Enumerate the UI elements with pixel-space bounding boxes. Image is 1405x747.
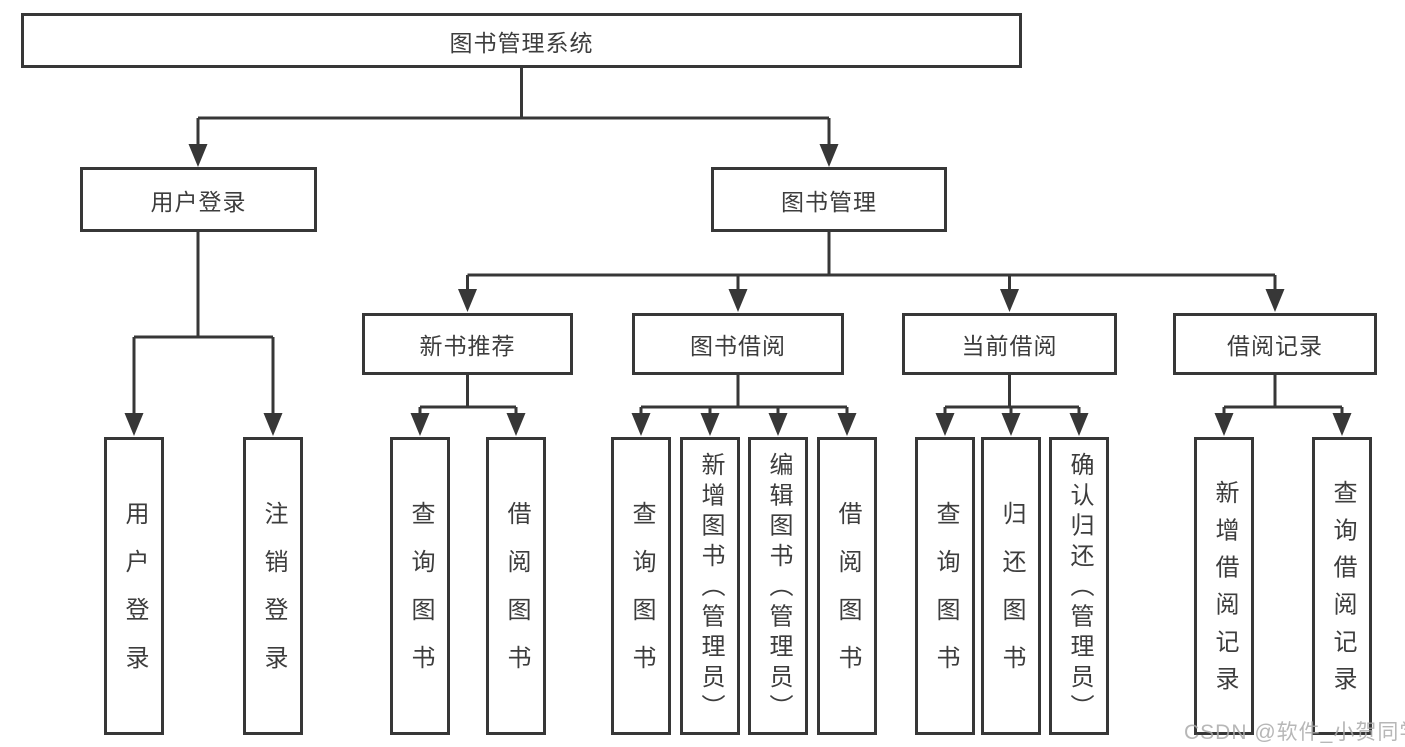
node-label: 确认归还（管理员） [1066, 452, 1093, 725]
arrowheads [124, 144, 1352, 436]
leaf-confirm-return-admin: 确认归还（管理员） [1049, 437, 1109, 735]
node-label: 借阅图书 [503, 500, 530, 693]
node-book-management-module: 图书管理 [711, 167, 947, 232]
node-label: 新增借阅记录 [1211, 480, 1238, 704]
node-label: 新书推荐 [419, 333, 516, 359]
leaf-logout: 注销登录 [243, 437, 303, 735]
leaf-query-borrow-record: 查询借阅记录 [1312, 437, 1372, 735]
node-label: 新增图书（管理员） [697, 452, 724, 725]
leaf-borrow-books-recommend: 借阅图书 [486, 437, 546, 735]
node-label: 当前借阅 [961, 333, 1058, 359]
node-label: 借阅图书 [834, 500, 861, 693]
leaf-user-login: 用户登录 [104, 437, 164, 735]
node-label: 图书借阅 [690, 333, 786, 359]
leaf-borrow-books: 借阅图书 [817, 437, 877, 735]
node-user-login-module: 用户登录 [80, 167, 317, 232]
leaf-query-books-current: 查询图书 [915, 437, 975, 735]
node-label: 查询图书 [932, 500, 959, 693]
leaf-add-borrow-record: 新增借阅记录 [1194, 437, 1254, 735]
node-book-borrowing: 图书借阅 [632, 313, 844, 375]
node-library-management-system: 图书管理系统 [21, 13, 1022, 68]
node-label: 图书管理 [781, 188, 877, 215]
node-current-borrowing: 当前借阅 [902, 313, 1117, 375]
tree-edges [132, 68, 1344, 416]
leaf-return-books: 归还图书 [981, 437, 1041, 735]
node-label: 查询图书 [407, 500, 434, 693]
node-label: 编辑图书（管理员） [765, 452, 792, 725]
node-label: 借阅记录 [1227, 333, 1323, 359]
leaf-query-books-borrow: 查询图书 [611, 437, 671, 735]
leaf-edit-books-admin: 编辑图书（管理员） [748, 437, 808, 735]
leaf-add-books-admin: 新增图书（管理员） [680, 437, 740, 735]
node-label: 查询图书 [628, 500, 655, 693]
node-label: 图书管理系统 [449, 29, 594, 56]
node-label: 用户登录 [150, 188, 247, 215]
node-label: 查询借阅记录 [1329, 480, 1356, 704]
node-label: 注销登录 [260, 500, 287, 693]
node-borrowing-records: 借阅记录 [1173, 313, 1377, 375]
node-label: 用户登录 [121, 500, 148, 693]
node-new-book-recommendation: 新书推荐 [362, 313, 573, 375]
node-label: 归还图书 [998, 500, 1025, 693]
csdn-watermark: CSDN @软件_小贺同学 [1184, 721, 1405, 744]
leaf-query-books-recommend: 查询图书 [390, 437, 450, 735]
